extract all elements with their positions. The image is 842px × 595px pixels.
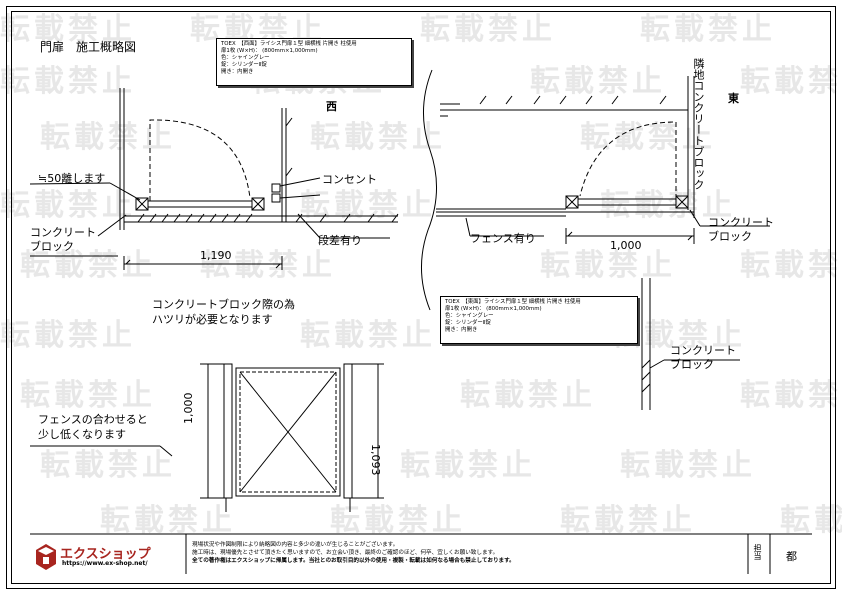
watermark-text: 転載禁止 (740, 64, 842, 99)
watermark-text: 転載禁止 (0, 64, 136, 99)
outer-frame (6, 6, 836, 589)
spec-line: 錠：シリンダーⅡ錠 (445, 320, 491, 326)
watermark-text: 転載禁止 (530, 64, 666, 99)
spec-line: 色：シャイングレー (445, 313, 494, 319)
footer-note-2: 施工時は、現場優先とさせて頂きたく思いますので、お立会い頂き、最終のご確認のほど… (192, 550, 499, 556)
watermark-text: 転載禁止 (620, 448, 756, 483)
label-outlet: コンセント (322, 173, 377, 186)
label-concrete-block-bottom: コンクリート ブロック (670, 344, 736, 371)
watermark-text: 転載禁止 (420, 12, 556, 47)
page-title: 門扉 施工概略図 (40, 40, 137, 54)
watermark-text: 転載禁止 (0, 188, 136, 223)
watermark-text: 転載禁止 (100, 503, 236, 538)
label-fence: フェンス有り (470, 232, 536, 245)
watermark-text: 転載禁止 (580, 120, 716, 155)
watermark-text: 転載禁止 (310, 120, 446, 155)
brand-url: https://www.ex-shop.net/ (62, 560, 148, 567)
watermark-text: 転載禁止 (0, 12, 136, 47)
dim-height-1093: 1,093 (369, 444, 382, 476)
label-west: 西 (326, 100, 337, 113)
footer-note-1: 現場状況や作図制限により納略図の内容と多少の違いが生じることがございます。 (192, 542, 399, 548)
spec-box-east: TOEX 【東面】ライシス門扉１型 細横桟 片開き 柱使用 扉1枚 (W×H)：… (440, 296, 638, 344)
watermark-text: 転載禁止 (20, 248, 156, 283)
brand-logo: エクスショップ (60, 547, 151, 562)
watermark-text: 転載禁止 (780, 503, 842, 538)
spec-line: 扉1枚 (W×H)： (800mm×1,000mm) (445, 306, 542, 312)
watermark-text: 転載禁止 (740, 248, 842, 283)
tantou-name: 都 (786, 550, 797, 563)
inner-frame (11, 11, 831, 584)
watermark-text: 転載禁止 (540, 248, 676, 283)
label-chipping-note: コンクリートブロック際の為 ハツリが必要となります (152, 298, 295, 326)
dim-1190: 1,190 (200, 249, 232, 262)
label-approx-50: ≒50離します (38, 172, 106, 185)
label-neighbor-block: 隣地コンクリートブロック (692, 58, 705, 190)
spec-line: TOEX 【西面】ライシス門扉１型 細横桟 片開き 柱使用 (221, 41, 357, 47)
spec-line: 錠：シリンダーⅡ錠 (221, 62, 267, 68)
label-concrete-block-left: コンクリート ブロック (30, 226, 96, 253)
footer-notes: 現場状況や作図制限により納略図の内容と多少の違いが生じることがございます。 施工… (192, 541, 515, 565)
dim-height-1000: 1,000 (182, 392, 195, 425)
watermark-text: 転載禁止 (20, 378, 156, 413)
watermark-text: 転載禁止 (400, 448, 536, 483)
watermark-text: 転載禁止 (460, 378, 596, 413)
watermark-text: 転載禁止 (40, 448, 176, 483)
watermark-text: 転載禁止 (740, 378, 842, 413)
watermark-text: 転載禁止 (300, 318, 436, 353)
tantou-label: 担当 (753, 544, 762, 560)
watermark-text: 転載禁止 (300, 188, 436, 223)
spec-box-west: TOEX 【西面】ライシス門扉１型 細横桟 片開き 柱使用 扉1枚 (W×H)：… (216, 38, 412, 86)
spec-line: TOEX 【東面】ライシス門扉１型 細横桟 片開き 柱使用 (445, 299, 581, 305)
footer-note-3: 全ての著作権はエクスショップに帰属します。当社とのお取引目的以外の使用・複製・転… (192, 558, 515, 564)
label-concrete-block-right: コンクリート ブロック (708, 216, 774, 243)
watermark-text: 転載禁止 (200, 248, 336, 283)
spec-line: 開き：内開き (445, 327, 478, 333)
label-east: 東 (728, 92, 739, 105)
spec-line: 色：シャイングレー (221, 55, 270, 61)
watermark-text: 転載禁止 (640, 12, 776, 47)
watermark-text: 転載禁止 (0, 318, 136, 353)
watermark-text: 転載禁止 (330, 503, 466, 538)
watermark-text: 転載禁止 (560, 503, 696, 538)
spec-line: 開き：内開き (221, 69, 254, 75)
spec-line: 扉1枚 (W×H)： (800mm×1,000mm) (221, 48, 318, 54)
label-fence-lower: フェンスの合わせると 少し低くなります (38, 413, 148, 441)
dim-1000: 1,000 (610, 239, 642, 252)
label-step: 段差有り (318, 234, 362, 247)
